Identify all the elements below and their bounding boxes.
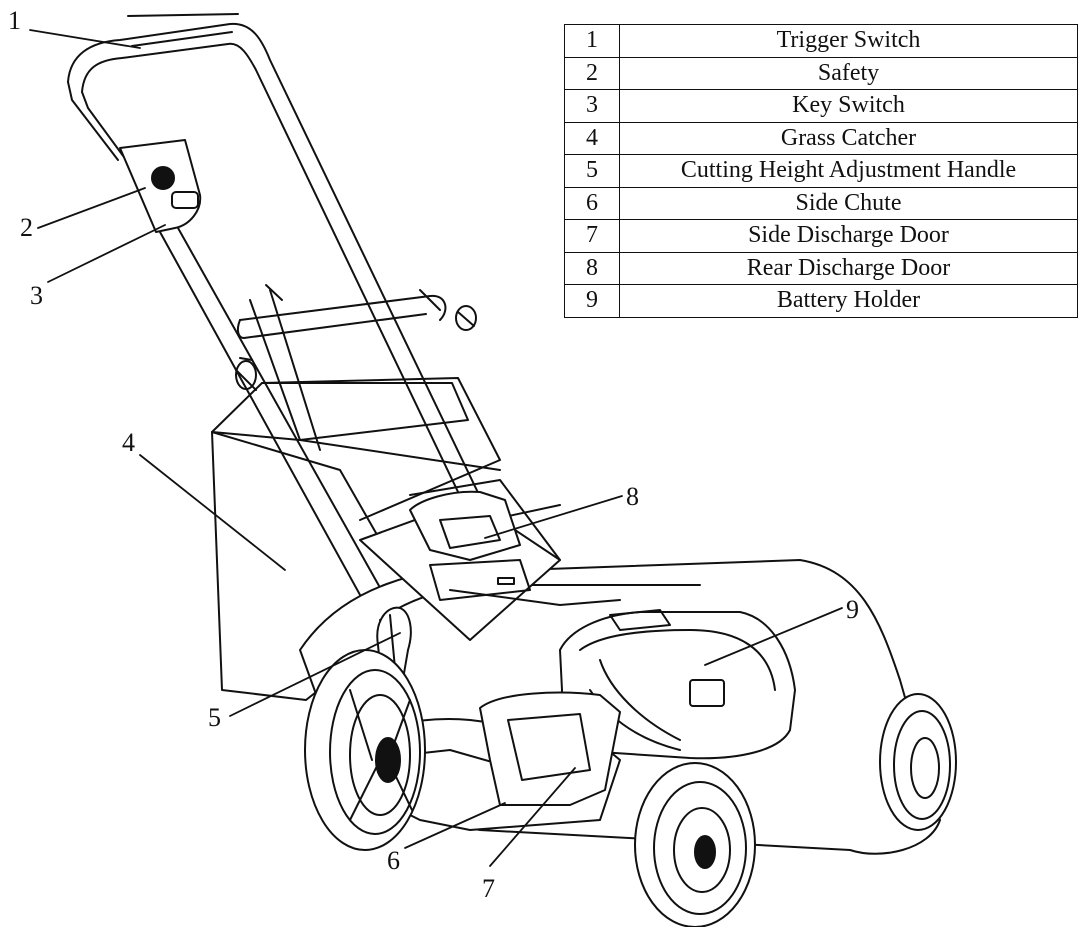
rear-discharge-door	[409, 490, 531, 601]
part-name: Side Chute	[619, 186, 1078, 220]
callout-9: 9	[846, 595, 859, 624]
part-name: Rear Discharge Door	[619, 251, 1078, 285]
part-number: 1	[564, 24, 620, 58]
part-number: 8	[564, 251, 620, 285]
table-row: 5 Cutting Height Adjustment Handle	[564, 154, 1078, 188]
callout-2: 2	[20, 213, 33, 242]
part-number: 9	[564, 284, 620, 318]
callout-1: 1	[8, 6, 21, 35]
callout-6: 6	[387, 846, 400, 875]
table-row: 3 Key Switch	[564, 89, 1078, 123]
callout-7: 7	[482, 874, 495, 903]
callout-8: 8	[626, 482, 639, 511]
callout-5: 5	[208, 703, 221, 732]
part-number: 7	[564, 219, 620, 253]
part-name: Key Switch	[619, 89, 1078, 123]
rear-left-wheel	[304, 649, 426, 851]
table-row: 8 Rear Discharge Door	[564, 251, 1078, 285]
front-right-wheel	[879, 693, 957, 831]
part-number: 4	[564, 121, 620, 155]
part-number: 3	[564, 89, 620, 123]
callout-3: 3	[30, 281, 43, 310]
table-row: 2 Safety	[564, 56, 1078, 90]
table-row: 9 Battery Holder	[564, 284, 1078, 318]
part-number: 6	[564, 186, 620, 220]
part-name: Battery Holder	[619, 284, 1078, 318]
table-row: 6 Side Chute	[564, 186, 1078, 220]
part-name: Safety	[619, 56, 1078, 90]
leader-lines	[29, 29, 843, 867]
side-discharge-door	[479, 691, 621, 806]
part-name: Grass Catcher	[619, 121, 1078, 155]
part-name: Cutting Height Adjustment Handle	[619, 154, 1078, 188]
table-row: 4 Grass Catcher	[564, 121, 1078, 155]
callout-4: 4	[122, 428, 135, 457]
part-name: Side Discharge Door	[619, 219, 1078, 253]
table-row: 7 Side Discharge Door	[564, 219, 1078, 253]
part-number: 5	[564, 154, 620, 188]
table-row: 1 Trigger Switch	[564, 24, 1078, 58]
front-left-wheel	[634, 762, 756, 927]
part-number: 2	[564, 56, 620, 90]
parts-table: 1 Trigger Switch 2 Safety 3 Key Switch 4…	[564, 24, 1078, 318]
part-name: Trigger Switch	[619, 24, 1078, 58]
